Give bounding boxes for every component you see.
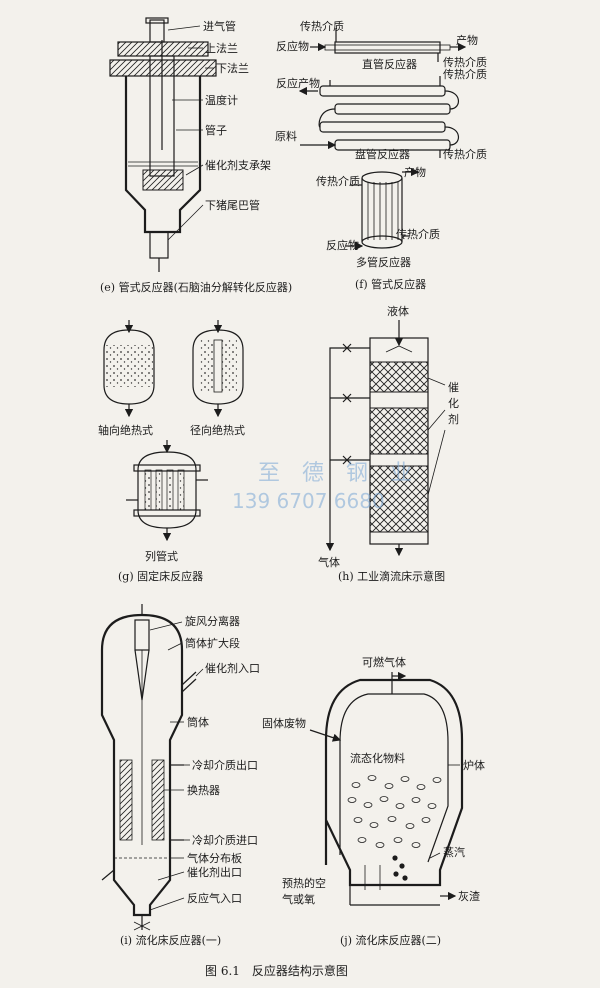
label-cyclone: 旋风分离器 bbox=[185, 614, 240, 628]
label-straight-heat-bottom: 传热介质 bbox=[443, 56, 487, 69]
label-coil-product: 反应产物 bbox=[276, 76, 320, 90]
label-thermometer: 温度计 bbox=[205, 93, 238, 107]
caption-j: (j) 流化床反应器(二) bbox=[340, 933, 441, 947]
label-heat-exchanger: 换热器 bbox=[187, 783, 220, 797]
label-ash: 灰渣 bbox=[458, 889, 480, 903]
caption-e: (e) 管式反应器(石脑油分解转化反应器) bbox=[100, 280, 292, 294]
label-liquid: 液体 bbox=[387, 304, 409, 318]
label-catalyst-1: 催 bbox=[448, 380, 459, 394]
label-catalyst-3: 剂 bbox=[448, 412, 459, 426]
label-solid-waste: 固体废物 bbox=[262, 716, 306, 730]
fluidized-particles bbox=[347, 775, 442, 881]
label-steam: 蒸汽 bbox=[443, 845, 465, 859]
label-coolant-outlet: 冷却介质出口 bbox=[192, 758, 258, 772]
label-multi-reactant: 反应物 bbox=[326, 238, 359, 252]
label-tube-type: 列管式 bbox=[145, 549, 178, 563]
label-multi-name: 多管反应器 bbox=[356, 255, 411, 269]
caption-i: (i) 流化床反应器(一) bbox=[120, 933, 221, 947]
label-preheated-air-1: 预热的空 bbox=[282, 876, 326, 890]
watermark-line-1: 至 德 钢 业 bbox=[258, 461, 412, 486]
label-combustible-gas: 可燃气体 bbox=[362, 655, 406, 669]
label-multi-heat-bottom: 传热介质 bbox=[396, 228, 440, 241]
label-gas: 气体 bbox=[318, 555, 340, 569]
panel-i-fluidized-bed-1: 旋风分离器 筒体扩大段 催化剂入口 筒体 冷却介质出口 换热器 冷却介质进口 气… bbox=[100, 604, 260, 947]
panel-f-tubular-reactors: 传热介质 反应物 产物 直管反应器 传热介质 反应产物 传热介质 原料 盘管反应… bbox=[275, 20, 487, 291]
caption-h: (h) 工业滴流床示意图 bbox=[338, 569, 445, 583]
label-expansion: 筒体扩大段 bbox=[185, 636, 240, 650]
label-pigtail: 下猪尾巴管 bbox=[205, 198, 260, 212]
label-gas-inlet: 反应气入口 bbox=[187, 891, 242, 905]
label-radial: 径向绝热式 bbox=[190, 423, 245, 437]
label-inlet-pipe: 进气管 bbox=[203, 19, 236, 33]
panel-h-trickle-bed: 液体 催 化 剂 气体 (h) 工业滴流床示意图 bbox=[318, 304, 459, 583]
label-catalyst-support: 催化剂支承架 bbox=[205, 158, 271, 172]
label-lower-flange: 下法兰 bbox=[216, 61, 249, 75]
caption-g: (g) 固定床反应器 bbox=[118, 569, 203, 583]
label-straight-product: 产物 bbox=[456, 33, 478, 47]
label-shell: 筒体 bbox=[187, 715, 209, 729]
multi-tube-reactor bbox=[346, 167, 420, 251]
label-catalyst-outlet: 催化剂出口 bbox=[187, 865, 242, 879]
label-tube: 管子 bbox=[205, 123, 227, 137]
label-upper-flange: 上法兰 bbox=[205, 41, 238, 55]
label-straight-heat-top: 传热介质 bbox=[300, 20, 344, 33]
panel-g-fixed-bed: 轴向绝热式 径向绝热式 列管式 (g) 固定床反应器 bbox=[98, 320, 245, 583]
label-distributor: 气体分布板 bbox=[187, 851, 242, 865]
panel-e-tubular-reactor: 进气管 上法兰 下法兰 温度计 管子 催化剂支承架 下猪尾巴管 (e) 管式反应… bbox=[100, 17, 292, 294]
label-catalyst-inlet: 催化剂入口 bbox=[205, 661, 260, 675]
label-fluidized-material: 流态化物料 bbox=[350, 751, 405, 765]
label-straight-inlet: 反应物 bbox=[276, 39, 309, 53]
label-preheated-air-2: 气或氧 bbox=[282, 892, 315, 906]
label-coil-heat-top: 传热介质 bbox=[443, 68, 487, 81]
label-straight-name: 直管反应器 bbox=[362, 57, 417, 71]
label-coil-raw: 原料 bbox=[275, 129, 297, 143]
caption-f: (f) 管式反应器 bbox=[355, 277, 426, 291]
label-coil-name: 盘管反应器 bbox=[355, 147, 410, 161]
label-axial: 轴向绝热式 bbox=[98, 423, 153, 437]
label-multi-heat-top: 传热介质 bbox=[316, 175, 360, 188]
label-coolant-inlet: 冷却介质进口 bbox=[192, 834, 258, 847]
watermark-line-2: 139 6707 6680 bbox=[232, 489, 385, 513]
label-furnace: 炉体 bbox=[463, 758, 485, 772]
panel-j-fluidized-bed-2: 可燃气体 固体废物 流态化物料 炉体 蒸汽 预热的空 气或氧 灰渣 (j) 流化… bbox=[262, 655, 485, 947]
figure-title: 图 6.1 反应器结构示意图 bbox=[205, 963, 348, 978]
label-multi-product: 产物 bbox=[404, 165, 426, 179]
coil-reactor bbox=[298, 76, 459, 158]
label-catalyst-2: 化 bbox=[448, 396, 459, 410]
label-coil-heat-bottom: 传热介质 bbox=[443, 148, 487, 161]
